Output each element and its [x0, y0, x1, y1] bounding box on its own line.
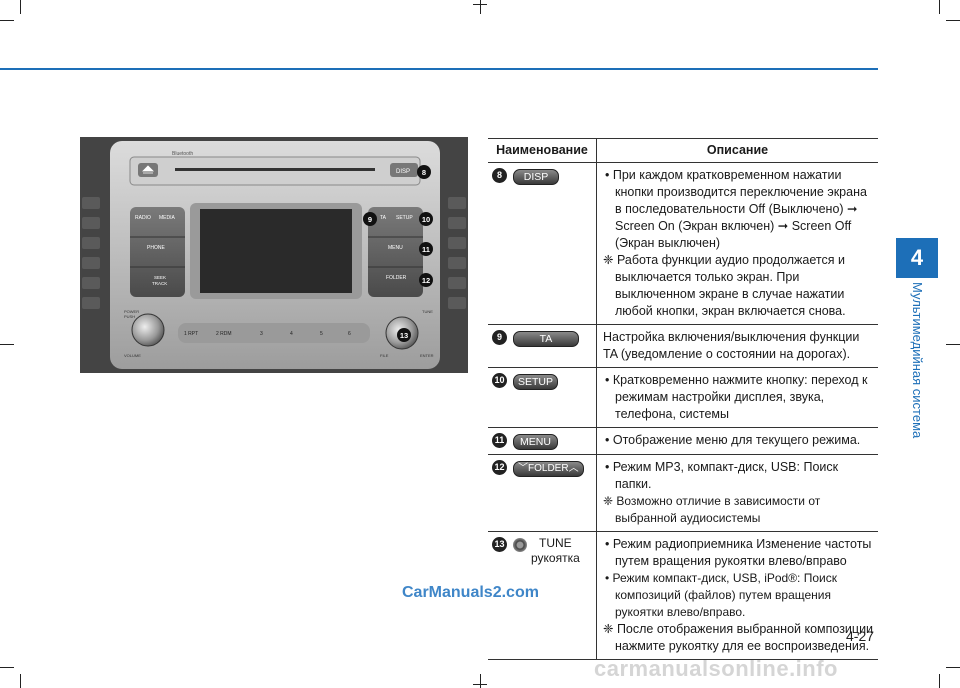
menu-label: MENU	[388, 245, 403, 251]
seek-label: SEEK	[154, 275, 166, 280]
table-header-row: Наименование Описание	[488, 138, 878, 163]
row-text: • Режим компакт-диск, USB, iPod®: Поиск …	[605, 571, 837, 619]
folder-label: FOLDER	[386, 275, 407, 281]
setup-label: SETUP	[396, 215, 413, 221]
phone-label: PHONE	[147, 245, 165, 251]
preset-4: 4	[290, 331, 293, 337]
row-text: • Режим радиоприемника Изменение частоты…	[605, 537, 872, 568]
preset-2: 2 RDM	[216, 331, 232, 337]
table-row: 12 ﹀FOLDER︿ • Режим MP3, компакт-диск, US…	[488, 454, 878, 532]
table-row: 9 TA Настройка включения/выключения функц…	[488, 324, 878, 368]
crop-mark	[473, 684, 487, 685]
row-number: 10	[492, 373, 507, 388]
file-label: FILE	[380, 353, 389, 358]
menu-button-icon: MENU	[513, 434, 558, 450]
disp-button-icon: DISP	[513, 169, 559, 185]
preset-3: 3	[260, 331, 263, 337]
footer-watermark: carmanualsonline.info	[594, 656, 838, 681]
crop-mark	[20, 674, 21, 688]
header-name: Наименование	[488, 138, 597, 163]
row-note: ❈ Возможно отличие в зависимости от выбр…	[603, 494, 821, 525]
chapter-number: 4	[896, 238, 938, 278]
watermark-link[interactable]: CarManuals2.com	[402, 584, 539, 601]
preset-5: 5	[320, 331, 323, 337]
media-label: MEDIA	[159, 215, 176, 221]
enter-label: ENTER	[420, 353, 434, 358]
folder-button-label: FOLDER	[528, 463, 569, 474]
row-number: 11	[492, 433, 507, 448]
crop-mark	[473, 4, 487, 5]
chevron-down-icon: ﹀	[518, 463, 528, 474]
crop-mark	[20, 0, 21, 14]
track-label: TRACK	[152, 281, 167, 286]
radio-label: RADIO	[135, 215, 151, 221]
disp-label: DISP	[396, 169, 410, 175]
volume-label: VOLUME	[124, 353, 141, 358]
table-row: 11 MENU • Отображение меню для текущего р…	[488, 427, 878, 455]
callout-11: 11	[422, 245, 430, 254]
row-text: Настройка включения/выключения функции T…	[603, 330, 860, 361]
header-rule	[0, 68, 878, 70]
row-number: 9	[492, 330, 507, 345]
page-number: 4-27	[846, 628, 875, 644]
preset-1: 1 RPT	[184, 331, 198, 337]
knob-label-text: рукоятка	[531, 551, 580, 565]
ta-button-icon: TA	[513, 331, 579, 347]
power-label: POWER	[124, 309, 139, 314]
callout-13: 13	[400, 331, 408, 340]
tune-knob-icon	[513, 538, 527, 552]
ta-label: TA	[380, 215, 387, 221]
header-description: Описание	[596, 138, 878, 163]
setup-button-icon: SETUP	[513, 374, 559, 390]
row-number: 12	[492, 460, 507, 475]
crop-mark	[480, 674, 481, 688]
chevron-up-icon: ︿	[568, 463, 579, 474]
tune-label: TUNE	[422, 309, 433, 314]
crop-mark	[939, 674, 940, 688]
crop-mark	[0, 20, 14, 21]
chapter-title: Мультимедийная система	[910, 282, 925, 439]
preset-6: 6	[348, 331, 351, 337]
bluetooth-label: Bluetooth	[172, 151, 193, 157]
callout-12: 12	[422, 276, 430, 285]
crop-mark	[939, 0, 940, 14]
folder-button-icon: ﹀FOLDER︿	[513, 461, 584, 477]
row-number: 8	[492, 168, 507, 183]
table-row: 10 SETUP • Кратковременно нажмите кнопку:…	[488, 367, 878, 428]
crop-mark	[0, 344, 14, 345]
crop-mark	[946, 344, 960, 345]
row-number: 13	[492, 537, 507, 552]
row-text: • Отображение меню для текущего режима.	[605, 433, 861, 447]
push-label: PUSH	[124, 314, 135, 319]
tune-label-text: TUNE	[539, 536, 572, 550]
callout-9: 9	[368, 215, 372, 224]
row-text: • Кратковременно нажмите кнопку: переход…	[605, 373, 868, 421]
row-note: ❈ После отображения выбранной композиции…	[603, 622, 874, 653]
controls-table: Наименование Описание 8 DISP • При каждом…	[488, 138, 878, 660]
crop-mark	[946, 667, 960, 668]
row-note: ❈ Работа функции аудио продолжается и вы…	[603, 253, 846, 318]
row-text: • При каждом кратковременном нажатии кно…	[605, 168, 867, 250]
callout-8: 8	[422, 168, 426, 177]
crop-mark	[946, 20, 960, 21]
row-text: • Режим MP3, компакт-диск, USB: Поиск па…	[605, 460, 839, 491]
table-row: 8 DISP • При каждом кратковременном нажат…	[488, 162, 878, 325]
crop-mark	[480, 0, 481, 14]
crop-mark	[0, 667, 14, 668]
callout-10: 10	[422, 215, 430, 224]
radio-panel-illustration: Bluetooth DISP RADIO MEDIA PHONE SEEK TR…	[80, 137, 468, 373]
